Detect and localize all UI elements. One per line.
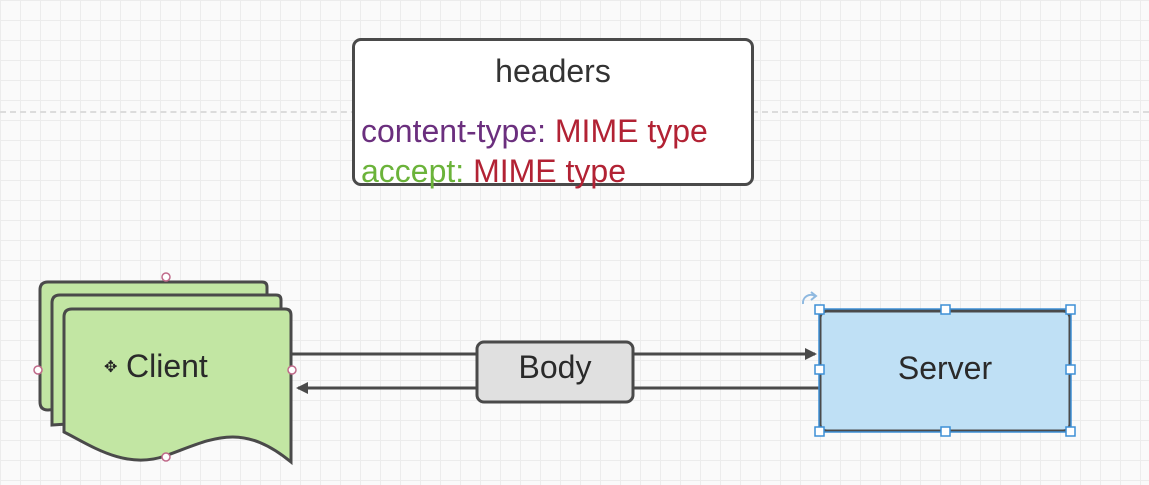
accept-key: accept: xyxy=(361,153,465,189)
client-connection-point-top[interactable] xyxy=(161,272,171,282)
rotate-handle-icon[interactable] xyxy=(801,291,818,305)
server-label: Server xyxy=(897,350,993,386)
accept-value: MIME type xyxy=(464,153,626,189)
accept-line: accept: MIME type xyxy=(361,153,626,190)
body-label: Body xyxy=(518,349,592,385)
resize-handle-top[interactable] xyxy=(940,304,951,315)
client-connection-point-left[interactable] xyxy=(33,365,43,375)
client-connection-point-bottom[interactable] xyxy=(161,452,171,462)
resize-handle-bottom-right[interactable] xyxy=(1065,426,1076,437)
resize-handle-top-left[interactable] xyxy=(814,304,825,315)
client-label: Client xyxy=(126,348,208,384)
client-shape[interactable] xyxy=(38,280,293,466)
body-shape[interactable] xyxy=(475,340,635,404)
content-type-key: content-type: xyxy=(361,113,546,149)
resize-handle-bottom-left[interactable] xyxy=(814,426,825,437)
resize-handle-left[interactable] xyxy=(814,364,825,375)
content-type-line: content-type: MIME type xyxy=(361,113,708,150)
move-cursor-icon: ✥ xyxy=(104,359,118,376)
resize-handle-right[interactable] xyxy=(1065,364,1076,375)
headers-title: headers xyxy=(495,53,611,89)
resize-handle-bottom[interactable] xyxy=(940,426,951,437)
headers-note-box[interactable]: headers content-type: MIME type accept: … xyxy=(352,38,754,189)
client-connection-point-right[interactable] xyxy=(287,365,297,375)
resize-handle-top-right[interactable] xyxy=(1065,304,1076,315)
content-type-value: MIME type xyxy=(546,113,708,149)
